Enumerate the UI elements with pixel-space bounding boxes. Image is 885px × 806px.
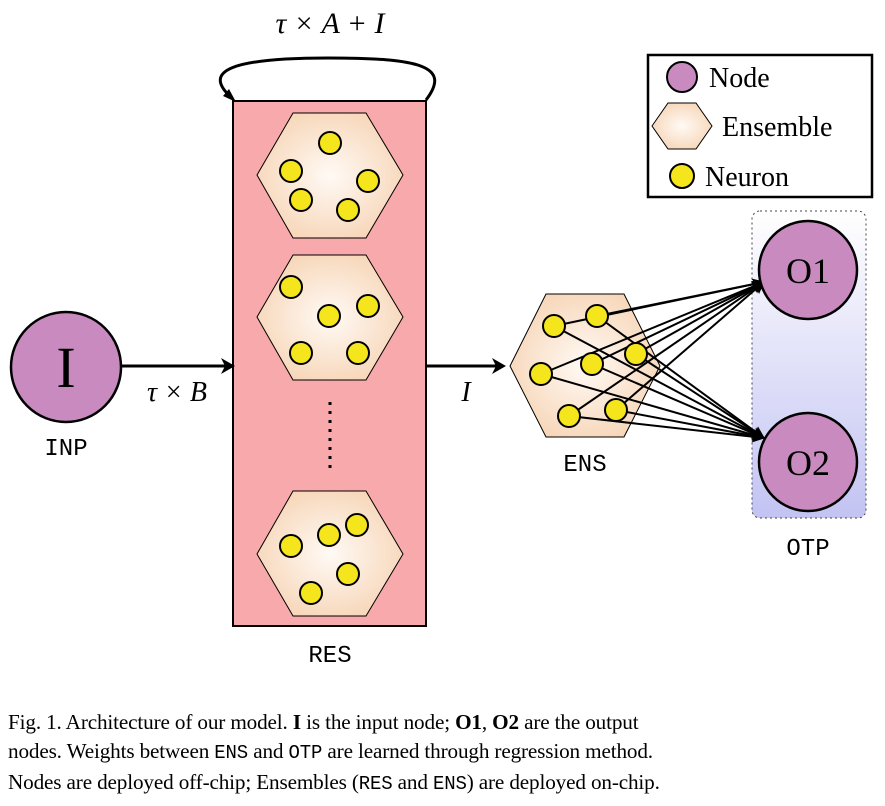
legend-node-label: Node	[709, 63, 770, 94]
caption-text: nodes. Weights between	[8, 739, 215, 763]
neuron-icon	[580, 352, 604, 376]
neuron-icon	[356, 294, 380, 318]
caption-line-2: nodes. Weights between ENS and OTP are l…	[8, 737, 880, 768]
neuron-icon	[318, 131, 342, 155]
neuron-icon	[336, 562, 360, 586]
neuron-icon	[356, 169, 380, 193]
caption-text: and	[248, 739, 289, 763]
reservoir-ensemble-1	[256, 112, 404, 239]
caption-line-1: Fig. 1. Architecture of our model. I is …	[8, 708, 880, 737]
neuron-icon	[624, 342, 648, 366]
caption-text: ) are deployed on-chip.	[466, 770, 660, 794]
caption-bold-o1: O1	[455, 710, 482, 734]
output-node-o2-circle	[757, 411, 859, 513]
output-node-o1-circle	[757, 219, 859, 321]
output-region-label: OTP	[786, 536, 829, 563]
input-node: I INP	[9, 310, 123, 463]
neuron-icon	[279, 275, 303, 299]
caption-text: Nodes are deployed off-chip; Ensembles (	[8, 770, 359, 794]
feedback-arrow-head	[223, 89, 236, 102]
output-node-o1-label: O1	[786, 251, 830, 291]
caption-text: are learned through regression method.	[322, 739, 653, 763]
caption-line-3: Nodes are deployed off-chip; Ensembles (…	[8, 768, 880, 799]
neuron-icon	[289, 188, 313, 212]
legend-ensemble-icon	[651, 102, 713, 150]
ens-to-output-connections	[540, 278, 766, 443]
neuron-icon	[279, 534, 303, 558]
neuron-icon	[542, 314, 566, 338]
reservoir-ensemble-3	[256, 490, 404, 617]
res-ens-arrow-head	[492, 358, 506, 374]
caption-text: are the output	[518, 710, 639, 734]
neuron-icon	[299, 581, 323, 605]
output-node-o1: O1	[757, 219, 859, 321]
output-node-o2-label: O2	[786, 443, 830, 483]
legend-neuron-icon	[669, 163, 695, 189]
res-ens-label: I	[460, 377, 472, 408]
neuron-icon	[529, 362, 553, 386]
caption-text: Fig. 1. Architecture of our model.	[8, 710, 293, 734]
caption-mono-ens: ENS	[432, 773, 467, 795]
reservoir-ensemble-2	[256, 254, 404, 381]
feedback-label: τ × A + I	[276, 7, 387, 40]
neuron-icon	[317, 523, 341, 547]
feedback-arc	[218, 56, 437, 101]
ens-ensemble: ENS	[509, 278, 766, 479]
feedback-loop: τ × A + I	[218, 7, 437, 102]
neuron-icon	[345, 513, 369, 537]
neuron-icon	[289, 341, 313, 365]
neuron-icon	[279, 159, 303, 183]
neuron-icon	[557, 404, 581, 428]
caption-text: and	[392, 770, 433, 794]
caption-mono-res: RES	[358, 773, 393, 795]
legend-neuron-label: Neuron	[705, 162, 789, 193]
legend: Node Ensemble Neuron	[646, 53, 874, 199]
neuron-icon	[585, 304, 609, 328]
legend-ensemble-label: Ensemble	[722, 112, 832, 143]
neuron-icon	[336, 198, 360, 222]
ens-label: ENS	[563, 452, 606, 479]
figure-caption: Fig. 1. Architecture of our model. I is …	[8, 708, 880, 799]
input-node-label: INP	[44, 436, 87, 463]
input-arrow-head	[221, 358, 235, 374]
neuron-icon	[317, 304, 341, 328]
architecture-diagram: τ × A + I RES I INP τ × B	[9, 7, 874, 670]
caption-bold-input: I	[292, 710, 301, 734]
caption-bold-o2: O2	[492, 710, 519, 734]
caption-mono-ens: ENS	[214, 742, 249, 764]
caption-text: ,	[481, 710, 493, 734]
reservoir-label: RES	[308, 643, 351, 670]
input-node-circle	[9, 310, 123, 424]
legend-node-icon	[666, 61, 698, 93]
neuron-icon	[346, 341, 370, 365]
output-node-o2: O2	[757, 411, 859, 513]
input-node-glyph: I	[56, 335, 75, 400]
neuron-icon	[604, 398, 628, 422]
input-weight-label: τ × B	[147, 377, 207, 408]
caption-mono-otp: OTP	[288, 742, 323, 764]
caption-text: is the input node;	[300, 710, 456, 734]
